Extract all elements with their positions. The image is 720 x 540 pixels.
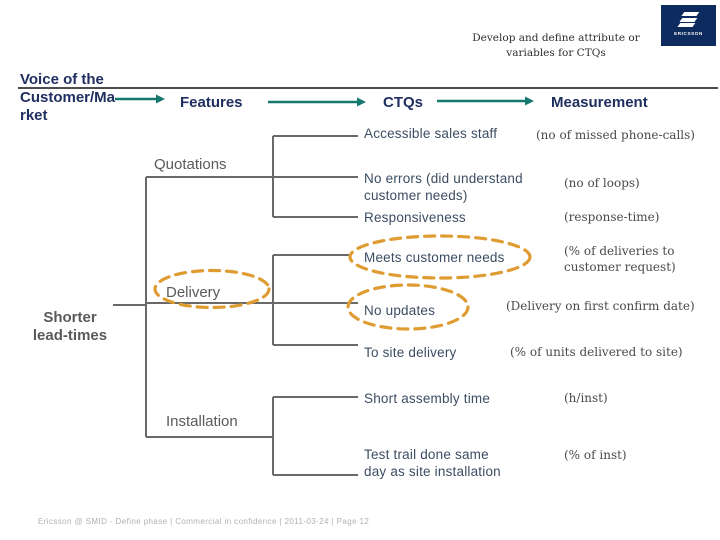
page-title: Voice of the Customer/Ma rket (20, 71, 115, 125)
ctq-responsiveness: Responsiveness (364, 210, 466, 225)
measurement-missed-phone-calls: (no of missed phone-calls) (536, 128, 695, 142)
slide-footer: Ericsson @ SMID - Define phase | Commerc… (38, 517, 370, 526)
measurement-response-time: (response-time) (564, 210, 660, 224)
ctq-short-assembly-time: Short assembly time (364, 391, 491, 406)
title-rule (18, 87, 718, 89)
ctq-no-updates: No updates (364, 303, 436, 318)
ctq-meets-customer-needs: Meets customer needs (364, 250, 505, 265)
logo-wordmark: ERICSSON (674, 31, 703, 36)
feature-delivery: Delivery (166, 284, 221, 301)
flow-arrow-icon-ctqs-to-measurement (437, 96, 534, 106)
ctq-to-site-delivery: To site delivery (364, 345, 457, 360)
feature-installation: Installation (166, 413, 238, 430)
column-header-ctqs: CTQs (383, 94, 424, 111)
flow-arrow-icon-features-to-ctqs (268, 97, 366, 107)
page-title-line: Voice of the (20, 71, 104, 88)
slide-caption: Develop and define attribute or variable… (472, 32, 640, 59)
column-header-features: Features (180, 94, 243, 111)
measurement-no-of-loops: (no of loops) (564, 176, 640, 190)
ericsson-logo-icon: ERICSSON (661, 5, 716, 46)
logo-bar (677, 23, 696, 27)
page-title-line: Customer/Ma (20, 89, 116, 106)
ctq-accessible-sales-staff: Accessible sales staff (364, 126, 498, 141)
flow-arrow-icon-voc-to-features (115, 94, 165, 104)
measurement-units-delivered: (% of units delivered to site) (510, 345, 683, 359)
page-title-line: rket (20, 107, 48, 124)
feature-quotations: Quotations (154, 156, 227, 173)
column-header-measurement: Measurement (551, 94, 648, 111)
measurement-deliveries-to-request: (% of deliveries to customer request) (564, 244, 676, 274)
measurement-pct-of-inst: (% of inst) (564, 448, 627, 462)
ctq-test-trail: Test trail done same day as site install… (364, 447, 501, 479)
logo-bar (681, 12, 700, 16)
measurement-h-per-inst: (h/inst) (564, 391, 608, 405)
ctq-no-errors: No errors (did understand customer needs… (364, 171, 523, 203)
measurement-first-confirm-date: (Delivery on first confirm date) (506, 299, 695, 313)
logo-bar (679, 17, 698, 22)
driver-shorter-lead-times: Shorter lead-times (32, 309, 108, 344)
